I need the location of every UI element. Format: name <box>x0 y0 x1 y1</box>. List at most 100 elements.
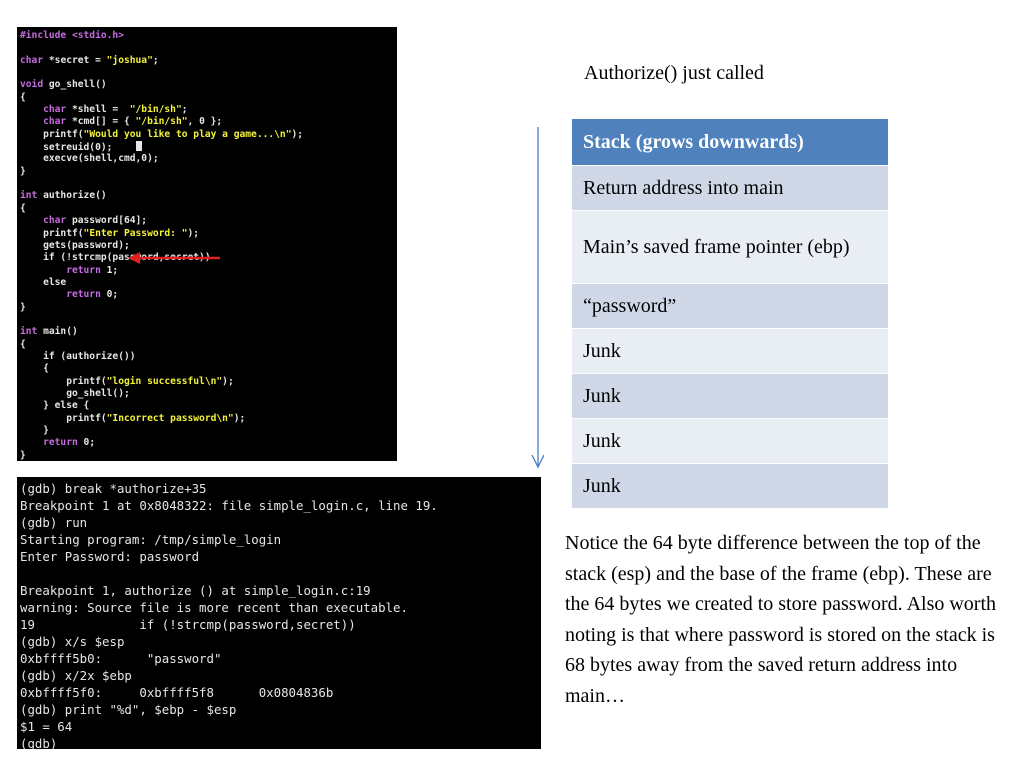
code-token: authorize() <box>43 190 107 202</box>
text-cursor-icon <box>135 141 142 152</box>
terminal-line: (gdb) x/s $esp <box>20 634 125 649</box>
code-token: printf( <box>20 227 84 239</box>
code-token: char <box>20 104 72 116</box>
code-token: return <box>20 264 107 276</box>
code-token: char <box>20 54 49 66</box>
code-token: { <box>20 363 49 375</box>
code-line: return 0; <box>20 289 394 301</box>
code-token: "Would you like to play a game...\n" <box>83 128 292 140</box>
code-token: } else { <box>20 400 90 412</box>
code-line: char *cmd[] = { "/bin/sh", 0 }; <box>20 116 394 128</box>
blue-down-arrow-icon <box>531 127 544 469</box>
code-line: setreuid(0); <box>20 141 394 153</box>
code-line: printf("Enter Password: "); <box>20 228 394 240</box>
terminal-line: 0xbffff5b0: "password" <box>20 651 222 666</box>
source-code-panel: #include <stdio.h> char *secret = "joshua… <box>17 27 397 461</box>
code-line: char password[64]; <box>20 215 394 227</box>
stack-row-saved-ebp: Main’s saved frame pointer (ebp) <box>572 210 888 284</box>
terminal-line: 19 if (!strcmp(password,secret)) <box>20 617 356 632</box>
code-line <box>20 67 394 79</box>
code-line: char *shell = "/bin/sh"; <box>20 104 394 116</box>
terminal-line: (gdb) <box>20 736 58 749</box>
code-token: void <box>20 79 49 91</box>
code-line: printf("Would you like to play a game...… <box>20 129 394 141</box>
code-token: ; <box>181 104 188 116</box>
stack-table: Stack (grows downwards) Return address i… <box>572 119 888 509</box>
terminal-line: (gdb) break *authorize+35 <box>20 481 207 496</box>
code-token: 0; <box>106 289 119 301</box>
code-token: *cmd[] = { <box>71 116 136 128</box>
code-token: execve(shell,cmd,0); <box>20 153 159 165</box>
terminal-line: Enter Password: password <box>20 549 200 564</box>
code-token: } <box>20 449 26 461</box>
code-line: } else { <box>20 400 394 412</box>
code-line: void go_shell() <box>20 79 394 91</box>
code-token: int <box>20 190 44 202</box>
code-token: ); <box>222 375 234 387</box>
code-line: #include <stdio.h> <box>20 30 394 42</box>
code-token: char <box>20 215 72 227</box>
code-token: *shell = <box>71 104 130 116</box>
terminal-line <box>20 565 538 582</box>
explanation-paragraph: Notice the 64 byte difference between th… <box>565 532 997 707</box>
code-line: char *secret = "joshua"; <box>20 55 394 67</box>
code-token: setreuid(0); <box>20 142 136 154</box>
code-line: int authorize() <box>20 190 394 202</box>
code-token: 1; <box>106 264 119 276</box>
code-token: { <box>20 202 26 214</box>
terminal-line: Starting program: /tmp/simple_login <box>20 532 282 547</box>
stack-row-junk: Junk <box>572 463 888 509</box>
code-line <box>20 314 394 326</box>
code-token: char <box>20 116 72 128</box>
code-token: } <box>20 165 26 177</box>
stack-row: Junk <box>572 463 888 509</box>
code-token: ); <box>291 128 304 140</box>
stack-row-return-address: Return address into main <box>572 165 888 211</box>
stack-table-header: Stack (grows downwards) <box>572 119 888 166</box>
code-token: "Enter Password: " <box>83 227 188 239</box>
code-token: else <box>20 276 67 288</box>
code-line: } <box>20 166 394 178</box>
code-token: "/bin/sh" <box>129 104 182 116</box>
code-line: } <box>20 302 394 314</box>
terminal-line: Breakpoint 1 at 0x8048322: file simple_l… <box>20 498 438 513</box>
terminal-line: (gdb) print "%d", $ebp - $esp <box>20 702 237 717</box>
code-line: go_shell(); <box>20 388 394 400</box>
code-token: return <box>20 289 107 301</box>
stack-row: “password” <box>572 283 888 329</box>
red-arrow-icon <box>128 252 220 264</box>
code-token: printf( <box>20 128 84 140</box>
code-line: return 0; <box>20 437 394 449</box>
code-token: "/bin/sh" <box>135 116 188 128</box>
code-token: { <box>20 338 26 350</box>
code-line: { <box>20 339 394 351</box>
code-token: gets(password); <box>20 239 130 251</box>
code-token: main() <box>43 326 78 338</box>
code-token: ); <box>187 227 200 239</box>
stack-row: Junk <box>572 418 888 464</box>
stack-row-password: “password” <box>572 283 888 329</box>
terminal-line: (gdb) x/2x $ebp <box>20 668 132 683</box>
terminal-line: Breakpoint 1, authorize () at simple_log… <box>20 583 371 598</box>
code-token: "joshua" <box>106 54 153 66</box>
code-line: int main() <box>20 326 394 338</box>
code-token: } <box>20 425 49 436</box>
slide-heading: Authorize() just called <box>584 62 764 84</box>
code-line: return 1; <box>20 265 394 277</box>
code-line: printf("Incorrect password\n"); <box>20 413 394 425</box>
stack-row-junk: Junk <box>572 328 888 374</box>
stack-row: Junk <box>572 328 888 374</box>
code-line: } <box>20 425 394 437</box>
stack-row: Main’s saved frame pointer (ebp) <box>572 210 888 284</box>
code-token: { <box>20 91 26 103</box>
code-token: int <box>20 326 44 338</box>
stack-row-junk: Junk <box>572 373 888 419</box>
code-token: return <box>20 437 84 449</box>
code-token: printf( <box>20 375 107 387</box>
terminal-line: (gdb) run <box>20 515 88 530</box>
code-token: "Incorrect password\n" <box>106 412 234 424</box>
code-token: go_shell(); <box>20 387 130 399</box>
stack-row-junk: Junk <box>572 418 888 464</box>
code-token: go_shell() <box>48 79 107 91</box>
